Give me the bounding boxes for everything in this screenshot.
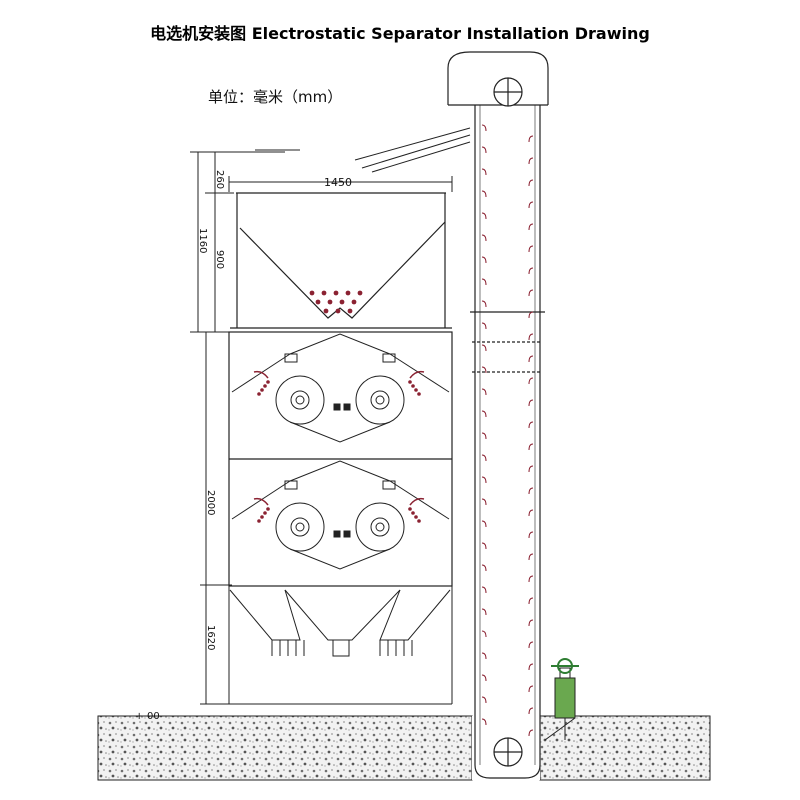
bucket (528, 531, 534, 539)
bucket (528, 179, 534, 187)
electrode-roller-icon (355, 502, 405, 552)
bucket (481, 322, 487, 330)
material-dot (315, 299, 321, 305)
bucket (528, 487, 534, 495)
bucket (528, 465, 534, 473)
bucket-elevator (447, 51, 549, 779)
bucket (481, 190, 487, 198)
bucket (481, 564, 487, 572)
material-dot (323, 308, 329, 314)
bucket (481, 542, 487, 550)
pulley-wheel-icon (493, 77, 523, 107)
dim-width-1450: 1450 (324, 176, 352, 189)
bucket (481, 234, 487, 242)
bucket (528, 509, 534, 517)
separator-frame (228, 331, 453, 587)
bucket (528, 201, 534, 209)
bucket (481, 652, 487, 660)
drawing-title: 电选机安装图 Electrostatic Separator Installat… (150, 24, 650, 43)
bucket (528, 707, 534, 715)
bucket (528, 641, 534, 649)
material-dot (339, 299, 345, 305)
material-dot (347, 308, 353, 314)
dim-1620: 1620 (205, 625, 216, 650)
bucket (528, 311, 534, 319)
bucket (481, 718, 487, 726)
bucket (528, 553, 534, 561)
material-dot (357, 290, 363, 296)
bucket (481, 212, 487, 220)
level-label: +-00 (135, 711, 160, 722)
drive-motor-icon (544, 658, 579, 741)
bucket (528, 377, 534, 385)
feed-chute (255, 127, 471, 173)
material-dot (335, 308, 341, 314)
bucket (481, 454, 487, 462)
bucket (481, 388, 487, 396)
material-dot (345, 290, 351, 296)
bucket (528, 597, 534, 605)
bucket (481, 520, 487, 528)
bucket (481, 168, 487, 176)
bucket (481, 696, 487, 704)
dim-900: 900 (214, 250, 225, 269)
bucket (528, 355, 534, 363)
bucket (528, 685, 534, 693)
bucket (528, 135, 534, 143)
separator-stages (231, 333, 450, 570)
bucket (481, 344, 487, 352)
dim-2000: 2000 (205, 490, 216, 515)
dimension-lines (190, 151, 453, 705)
bucket (528, 399, 534, 407)
unit-label: 单位：毫米（mm） (208, 88, 343, 106)
electrode-roller-icon (355, 375, 405, 425)
elevator-buckets (481, 124, 534, 737)
bucket (528, 223, 534, 231)
bucket (481, 256, 487, 264)
dim-260: 260 (214, 170, 225, 189)
discharge-hoppers (228, 585, 453, 705)
bucket (481, 278, 487, 286)
feed-hopper (230, 192, 452, 329)
electrode-roller-icon (275, 502, 325, 552)
bucket (528, 157, 534, 165)
material-dot (321, 290, 327, 296)
bucket (528, 333, 534, 341)
bucket (528, 619, 534, 627)
bucket (481, 608, 487, 616)
bucket (528, 443, 534, 451)
material-dot (333, 290, 339, 296)
bucket (481, 498, 487, 506)
dim-1160: 1160 (197, 228, 208, 253)
bucket (528, 267, 534, 275)
boot-pulley-wheel-icon (493, 737, 523, 767)
material-dot (351, 299, 357, 305)
bucket (481, 146, 487, 154)
bucket (481, 366, 487, 374)
bucket (481, 300, 487, 308)
separator-stage (231, 333, 450, 443)
material-dot (309, 290, 315, 296)
bucket (481, 630, 487, 638)
bucket (481, 674, 487, 682)
bucket (481, 432, 487, 440)
ground-right (539, 715, 711, 781)
bucket (528, 729, 534, 737)
bucket (528, 245, 534, 253)
separator-stage (231, 460, 450, 570)
bucket (528, 421, 534, 429)
bucket (528, 663, 534, 671)
bucket (481, 586, 487, 594)
material-dot (327, 299, 333, 305)
bucket (481, 410, 487, 418)
hopper-material-dots (309, 290, 363, 314)
bucket (481, 476, 487, 484)
bucket (528, 575, 534, 583)
electrode-roller-icon (275, 375, 325, 425)
bucket (528, 289, 534, 297)
bucket (481, 124, 487, 132)
ground-left (97, 715, 473, 781)
